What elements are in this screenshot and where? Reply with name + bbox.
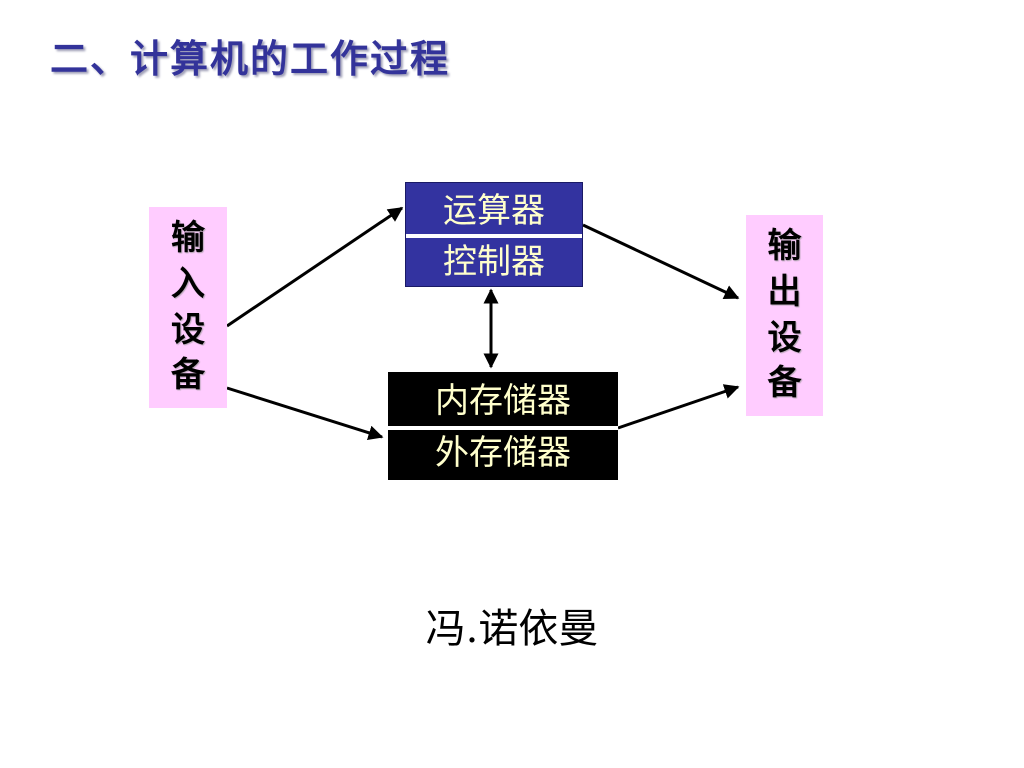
control-unit-label: 控制器 [443, 242, 545, 282]
output-device-char: 输 [767, 226, 802, 267]
arrow-input-to-storage [226, 386, 384, 441]
input-device-char: 设 [171, 309, 205, 350]
storage-box: 内存储器 外存储器 [388, 372, 618, 480]
output-device-box: 输 出 设 备 [746, 215, 823, 416]
arrow-storage-to-output [617, 384, 740, 430]
input-device-char: 备 [171, 355, 205, 396]
processor-divider [406, 234, 582, 238]
arrow-processor-to-output [582, 223, 740, 300]
input-device-char: 入 [171, 263, 205, 304]
processor-box: 运算器 控制器 [405, 182, 583, 287]
internal-memory-label: 内存储器 [435, 381, 571, 421]
arrow-input-to-processor [226, 206, 404, 328]
output-device-char: 出 [767, 271, 802, 312]
output-device-char: 备 [767, 363, 802, 404]
slide-title: 二、计算机的工作过程 [50, 37, 451, 81]
von-neumann-caption: 冯.诺依曼 [425, 606, 599, 652]
storage-divider [388, 426, 618, 430]
input-device-box: 输 入 设 备 [149, 207, 227, 408]
input-device-char: 输 [171, 218, 205, 259]
output-device-char: 设 [767, 317, 802, 358]
alu-label: 运算器 [443, 191, 545, 231]
external-storage-label: 外存储器 [435, 433, 571, 473]
